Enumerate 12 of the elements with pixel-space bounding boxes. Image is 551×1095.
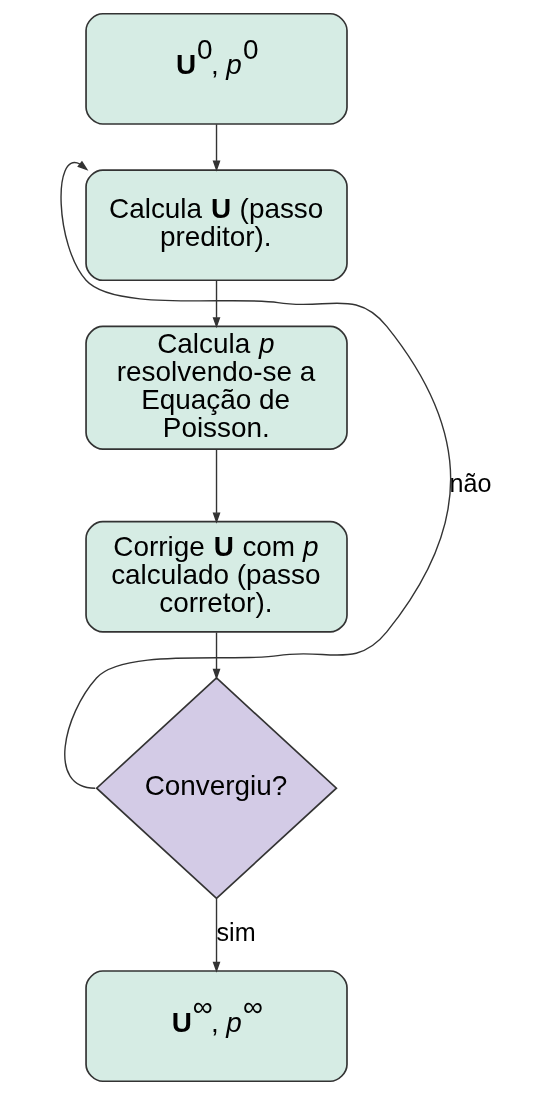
arrow — [212, 448, 220, 524]
arrow — [212, 279, 220, 329]
node-box: Calcula p resolvendo-se a Equação de Poisson. — [84, 325, 348, 450]
arrow — [60, 160, 451, 789]
edge-label: sim — [216, 917, 256, 946]
node-diamond: Convergiu? — [94, 676, 338, 900]
arrow — [212, 631, 220, 680]
arrow — [212, 898, 220, 973]
node-box: Calcula U (passo preditor). — [84, 169, 348, 282]
edge-label: não — [449, 468, 491, 497]
node-box: Corrige U com p calculado (passo corretor). — [84, 520, 348, 633]
arrow — [212, 123, 220, 172]
